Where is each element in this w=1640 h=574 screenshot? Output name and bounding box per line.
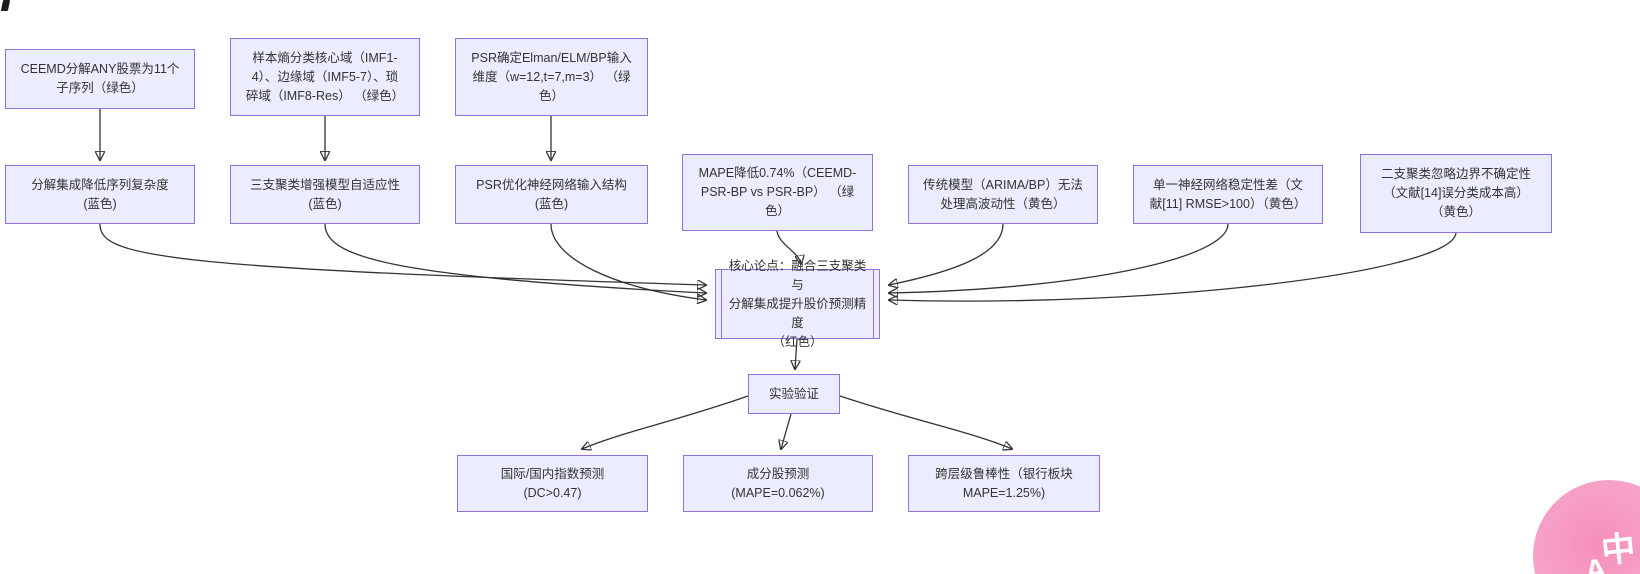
edge-singlenn-core: [889, 223, 1229, 293]
node-experiment-validation-label: 实验验证: [768, 386, 819, 401]
node-sample-entropy: 样本熵分类核心域（IMF1- 4）、边缘域（IMF5-7）、琐 碎域（IMF8-…: [230, 38, 420, 116]
node-sample-entropy-label: 样本熵分类核心域（IMF1- 4）、边缘域（IMF5-7）、琐 碎域（IMF8-…: [245, 50, 405, 103]
edge-traditional-core: [889, 223, 1004, 285]
edge-twoway-core: [889, 232, 1457, 301]
node-three-way-adaptivity: 三支聚类增强模型自适应性 (蓝色): [230, 165, 420, 224]
edge-decomposition-core: [99, 223, 706, 285]
node-traditional-model-limit-label: 传统模型（ARIMA/BP）无法 处理高波动性（黄色）: [923, 177, 1083, 211]
edge-experiment-component: [781, 413, 792, 449]
node-index-forecast: 国际/国内指数预测 (DC>0.47): [457, 455, 648, 512]
node-three-way-adaptivity-label: 三支聚类增强模型自适应性 (蓝色): [249, 177, 400, 211]
edge-experiment-index: [582, 395, 749, 449]
node-psr-input-structure: PSR优化神经网络输入结构 (蓝色): [455, 165, 648, 224]
node-component-stock-forecast-label: 成分股预测 (MAPE=0.062%): [731, 466, 825, 500]
edge-threeway-core: [324, 223, 706, 293]
node-decomposition-complexity-label: 分解集成降低序列复杂度 (蓝色): [31, 177, 169, 211]
node-decomposition-complexity: 分解集成降低序列复杂度 (蓝色): [5, 165, 195, 224]
edge-mape-core: [776, 230, 801, 264]
node-two-way-boundary-label: 二支聚类忽略边界不确定性 （文献[14]误分类成本高） （黄色）: [1380, 167, 1531, 219]
node-psr-input-structure-label: PSR优化神经网络输入结构 (蓝色): [476, 177, 627, 211]
node-ceemd-decomposition: CEEMD分解ANY股票为11个 子序列（绿色）: [5, 49, 195, 109]
subroutine-bar-right: [873, 270, 874, 338]
edge-core-experiment: [795, 338, 797, 369]
node-two-way-boundary: 二支聚类忽略边界不确定性 （文献[14]误分类成本高） （黄色）: [1360, 154, 1552, 233]
node-experiment-validation: 实验验证: [748, 374, 840, 414]
node-core-thesis: 核心论点：融合三支聚类与 分解集成提升股价预测精度 （红色）: [715, 259, 880, 349]
node-core-thesis-label: 核心论点：融合三支聚类与 分解集成提升股价预测精度 （红色）: [728, 258, 867, 349]
edge-experiment-robustness: [839, 395, 1012, 449]
node-single-nn-instability-label: 单一神经网络稳定性差（文 献[11] RMSE>100）（黄色）: [1149, 177, 1307, 211]
node-single-nn-instability: 单一神经网络稳定性差（文 献[11] RMSE>100）（黄色）: [1133, 165, 1323, 224]
node-psr-dimension-label: PSR确定Elman/ELM/BP输入 维度（w=12,t=7,m=3） （绿 …: [471, 50, 632, 103]
node-ceemd-decomposition-label: CEEMD分解ANY股票为11个 子序列（绿色）: [20, 62, 180, 95]
node-component-stock-forecast: 成分股预测 (MAPE=0.062%): [683, 455, 873, 512]
node-cross-level-robustness-label: 跨层级鲁棒性（银行板块 MAPE=1.25%): [935, 466, 1073, 500]
node-psr-dimension: PSR确定Elman/ELM/BP输入 维度（w=12,t=7,m=3） （绿 …: [455, 38, 648, 116]
edge-psrstructure-core: [550, 223, 706, 300]
node-cross-level-robustness: 跨层级鲁棒性（银行板块 MAPE=1.25%): [908, 455, 1100, 512]
node-mape-improvement-label: MAPE降低0.74%（CEEMD- PSR-BP vs PSR-BP） （绿 …: [698, 166, 857, 218]
subroutine-bar-left: [721, 270, 722, 338]
node-index-forecast-label: 国际/国内指数预测 (DC>0.47): [500, 466, 605, 500]
node-mape-improvement: MAPE降低0.74%（CEEMD- PSR-BP vs PSR-BP） （绿 …: [682, 154, 873, 231]
node-traditional-model-limit: 传统模型（ARIMA/BP）无法 处理高波动性（黄色）: [908, 165, 1098, 224]
